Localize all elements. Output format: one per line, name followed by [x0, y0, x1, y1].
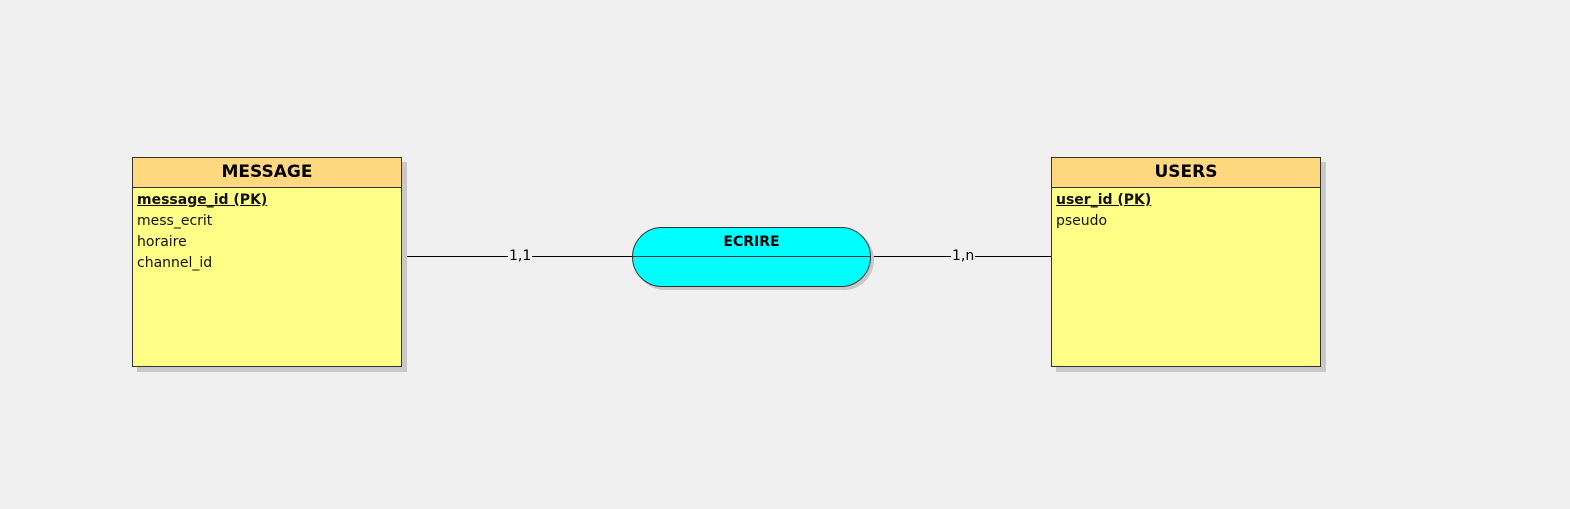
entity-users-title: USERS [1052, 158, 1320, 188]
cardinality-message: 1,1 [508, 248, 533, 264]
entity-message-title: MESSAGE [133, 158, 401, 188]
relationship-ecrire-title: ECRIRE [723, 234, 780, 250]
relationship-ecrire[interactable]: ECRIRE [632, 227, 871, 287]
attribute-channel-id: channel_id [137, 255, 213, 271]
attribute-user-id: user_id (PK) [1056, 192, 1152, 208]
cardinality-users: 1,n [951, 248, 976, 264]
attribute-mess-ecrit: mess_ecrit [137, 213, 213, 229]
entity-message-attributes: message_id (PK) mess_ecrit horaire chann… [133, 188, 401, 276]
entity-users-attributes: user_id (PK) pseudo [1052, 188, 1320, 234]
attribute-horaire: horaire [137, 234, 187, 250]
entity-message[interactable]: MESSAGE message_id (PK) mess_ecrit horai… [132, 157, 402, 367]
attribute-message-id: message_id (PK) [137, 192, 268, 208]
attribute-pseudo: pseudo [1056, 213, 1108, 229]
entity-users[interactable]: USERS user_id (PK) pseudo [1051, 157, 1321, 367]
relationship-divider [633, 256, 870, 257]
